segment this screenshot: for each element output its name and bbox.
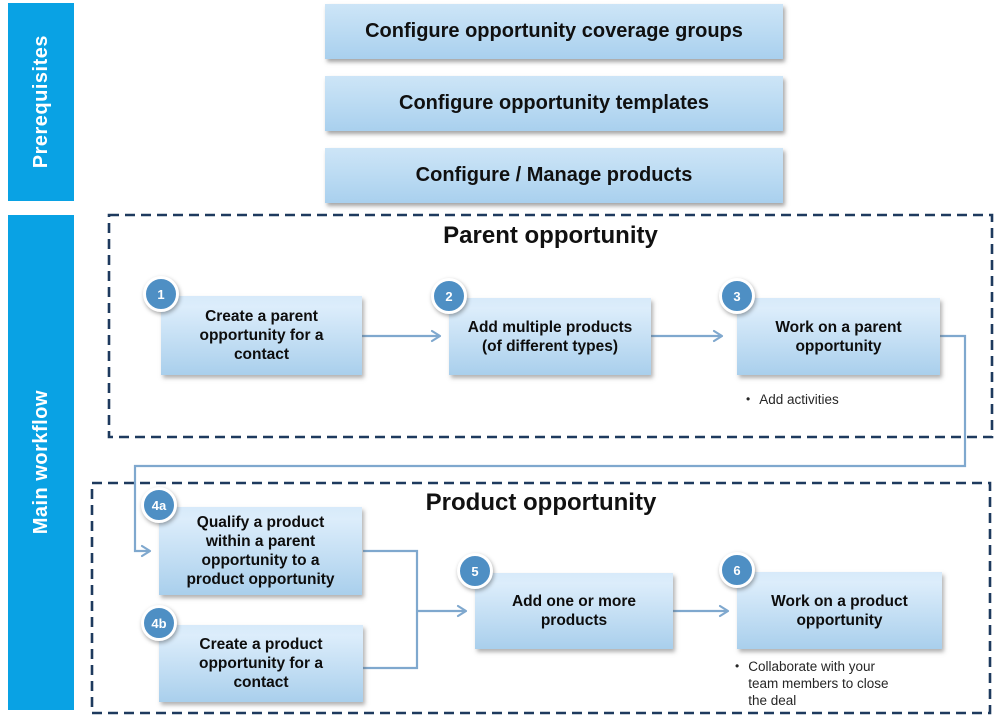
prerequisites-bar: Prerequisites [8,3,74,201]
step-3-box: 3 Work on a parent opportunity [719,278,940,375]
parent-section-frame [107,213,994,439]
step-3-bullet-text: Add activities [759,392,839,407]
parent-section-title: Parent opportunity [443,222,658,249]
bullet-dot-icon: • [735,659,740,673]
step-4b-label: Create a product opportunity for a conta… [199,636,323,691]
step-4a-box: 4a Qualify a product within a parent opp… [141,487,362,595]
prereq-box-coverage-groups-label: Configure opportunity coverage groups [365,20,743,42]
step-6-badge: 6 [719,552,755,588]
prereq-box-templates-label: Configure opportunity templates [399,92,709,114]
arrow-step3-step4a [133,334,967,558]
step-3-bullet: • Add activities [746,391,946,408]
step-1-badge: 1 [143,276,179,312]
step-2-label: Add multiple products (of different type… [467,318,633,355]
prereq-box-manage-products: Configure / Manage products [325,148,783,203]
step-6-bullet-text: Collaborate with your team members to cl… [748,659,889,708]
step-4b-badge: 4b [141,605,177,641]
bullet-dot-icon: • [746,392,751,406]
step-6-bullet: • Collaborate with your team members to … [735,658,930,709]
prereq-box-templates: Configure opportunity templates [325,76,783,131]
step-5-box: 5 Add one or more products [457,553,673,649]
step-5-badge: 5 [457,553,493,589]
prereq-box-coverage-groups: Configure opportunity coverage groups [325,4,783,59]
step-2-badge: 2 [431,278,467,314]
step-6-box: 6 Work on a product opportunity [719,552,942,649]
step-6-label: Work on a product opportunity [771,592,908,629]
connector-lines [133,329,967,670]
step-2-box: 2 Add multiple products (of different ty… [431,278,651,375]
step-4a-label: Qualify a product within a parent opport… [186,514,335,588]
main-workflow-bar: Main workflow [8,215,74,710]
product-section-title: Product opportunity [425,489,657,516]
step-5-label: Add one or more products [511,593,636,629]
product-section-frame [90,481,992,715]
step-4a-badge: 4a [141,487,177,523]
step-3-label: Work on a parent opportunity [775,318,902,355]
step-1-box: 1 Create a parent opportunity for a cont… [143,276,362,375]
step-4b-box: 4b Create a product opportunity for a co… [141,605,363,702]
step-3-badge: 3 [719,278,755,314]
prereq-box-manage-products-label: Configure / Manage products [415,164,693,186]
connector-step4a-step4b-merge [363,549,419,670]
step-1-label: Create a parent opportunity for a contac… [199,308,324,363]
